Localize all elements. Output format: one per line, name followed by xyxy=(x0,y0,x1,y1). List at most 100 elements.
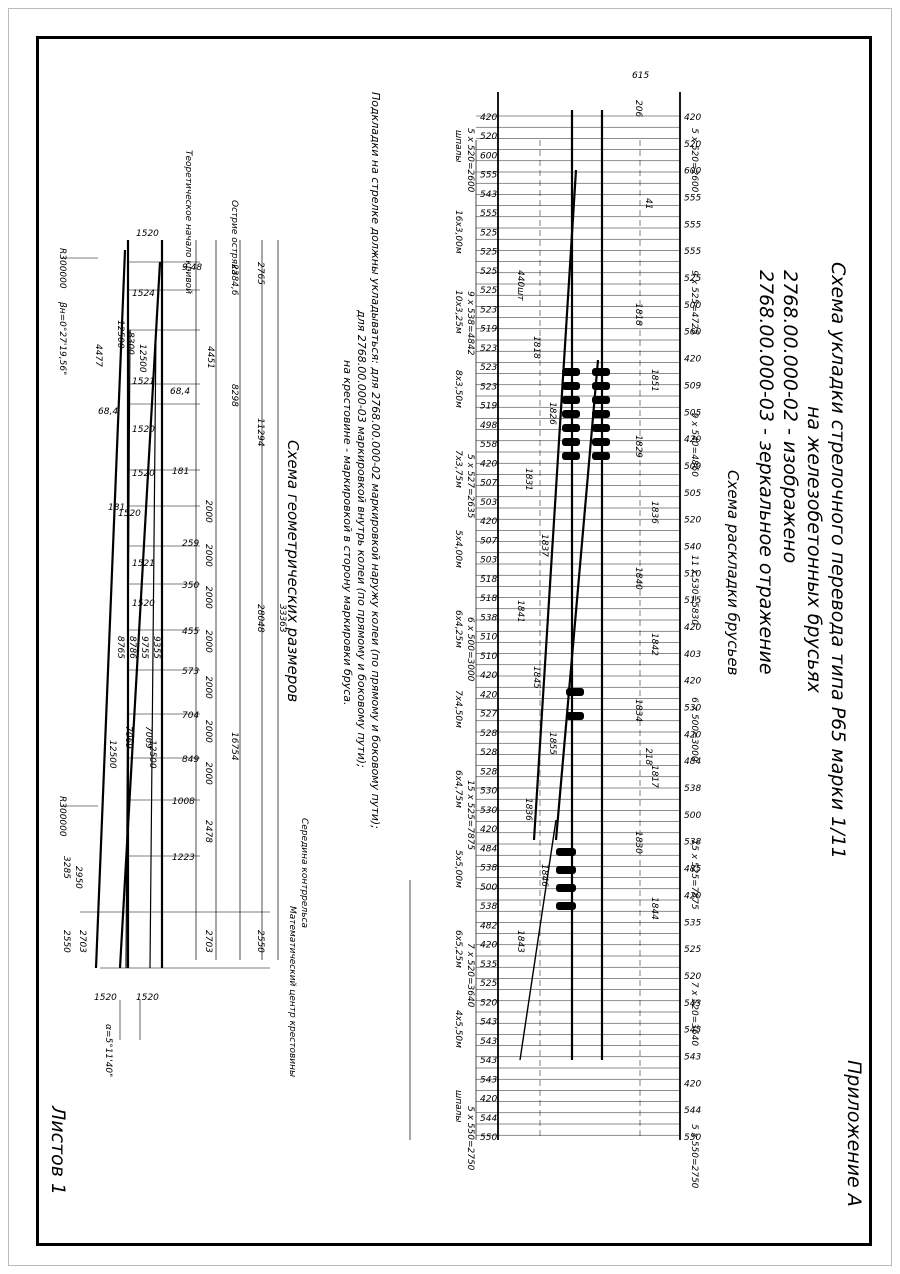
left-spacing-value: 520 xyxy=(480,132,497,142)
left-spacing-value: 482 xyxy=(480,921,497,931)
label-point: Острие остряка xyxy=(229,200,239,275)
len-2000-3: 2000 xyxy=(203,586,213,609)
len-2478: 2478 xyxy=(203,820,213,843)
right-spacing-value: 543 xyxy=(684,999,701,1009)
left-spacing-value: 528 xyxy=(480,767,497,777)
left-spacing-value: 543 xyxy=(480,1037,497,1047)
left-spacing-value: 420 xyxy=(480,113,497,123)
gauge-1520-top: 1520 xyxy=(136,229,159,239)
right-spacing-value: 420 xyxy=(684,623,701,633)
sleeper-group-label: 8x3,50м xyxy=(453,370,463,408)
sleeper-group-label: 6x4,25м xyxy=(453,610,463,648)
plate-mark: 1840 xyxy=(633,567,643,590)
series-left-label: 5 x 527=2635 xyxy=(465,454,475,519)
sleeper-group-label: 4x5,50м xyxy=(453,1010,463,1048)
note-line-3: на крестовине - маркировкой в сторону ма… xyxy=(341,360,354,706)
angle-beta: βн=0°27'19,56" xyxy=(57,301,67,375)
sleeper-group-label: 7x3,75м xyxy=(453,450,463,488)
note-line-1: Подкладки на стрелке должны укладываться… xyxy=(369,92,382,829)
low-2703: 2703 xyxy=(77,930,87,953)
right-spacing-value: 555 xyxy=(684,194,701,204)
left-spacing-value: 498 xyxy=(480,421,497,431)
low-4477: 4477 xyxy=(93,344,103,367)
sleeper-group-label: 10x3,25м xyxy=(453,290,463,334)
offset-350: 350 xyxy=(182,581,199,591)
offset-849: 849 xyxy=(182,755,199,765)
right-spacing-value: 500 xyxy=(684,811,701,821)
right-spacing-value: 515 xyxy=(684,596,701,606)
left-spacing-value: 420 xyxy=(480,671,497,681)
plate-mark: 1855 xyxy=(547,732,557,755)
series-right-label: 5 x 520=2600 xyxy=(689,128,699,193)
left-spacing-value: 523 xyxy=(480,305,497,315)
top-dim-615: 615 xyxy=(632,71,649,81)
right-spacing-value: 505 xyxy=(684,408,701,418)
low-3285: 3285 xyxy=(61,856,71,879)
plate-mark: 1837 xyxy=(539,534,549,557)
low-12500-a: 12500 xyxy=(115,320,125,349)
left-spacing-value: 507 xyxy=(480,479,497,489)
left-spacing-value: 420 xyxy=(480,459,497,469)
plate-markings: 440шт18181818185118261829183118361837184… xyxy=(515,270,659,953)
label-mid-guard: Середина контррельса xyxy=(299,818,309,928)
right-spacing-value: 535 xyxy=(684,918,701,928)
series-right-label: 5 x 550=2750 xyxy=(689,1124,699,1189)
left-spacing-value: 510 xyxy=(480,633,497,643)
right-spacing-value: 538 xyxy=(684,784,701,794)
series-right-label: 15 x 525=7875 xyxy=(689,839,699,909)
left-spacing-value: 500 xyxy=(480,883,497,893)
left-spacing-value: 525 xyxy=(480,979,497,989)
low-2950: 2950 xyxy=(73,866,83,889)
left-spacing-value: 518 xyxy=(480,594,497,604)
low-8786: 8786 xyxy=(127,636,137,659)
left-spacing-value: 544 xyxy=(480,1114,497,1124)
left-spacing-value: 420 xyxy=(480,690,497,700)
plate-mark: 1844 xyxy=(649,897,659,920)
series-left-label: 15 x 525=7875 xyxy=(465,780,475,850)
left-spacing-value: 525 xyxy=(480,248,497,258)
right-spacing-value: 403 xyxy=(684,650,701,660)
gauge-1524: 1524 xyxy=(132,289,155,299)
right-spacing-value: 520 xyxy=(684,972,701,982)
offset-68-4-b: 68,4 xyxy=(98,407,118,417)
len-28048: 28048 xyxy=(255,604,265,633)
label-frog-center: Математический центр крестовины xyxy=(287,906,297,1077)
left-spacing-value: 503 xyxy=(480,498,497,508)
right-spacing-value: 485 xyxy=(684,865,701,875)
left-spacing-value: 530 xyxy=(480,806,497,816)
right-spacing-value: 555 xyxy=(684,247,701,257)
gauge-1520-g: 1520 xyxy=(136,993,159,1003)
plate-mark: 1830 xyxy=(633,831,643,854)
low-8300: 8300 xyxy=(125,332,135,355)
geometry-title: Схема геометрических размеров xyxy=(284,440,302,702)
left-spacing-value: 538 xyxy=(480,613,497,623)
left-spacing-value: 518 xyxy=(480,575,497,585)
low-12500-c: 12500 xyxy=(107,740,117,769)
left-spacing-value: 543 xyxy=(480,1075,497,1085)
gauge-1520-f: 1520 xyxy=(94,993,117,1003)
left-spacing-value: 420 xyxy=(480,1095,497,1105)
sleeper-group-label: 5x5,00м xyxy=(453,850,463,888)
right-spacing-value: 420 xyxy=(684,891,701,901)
left-spacing-value: 543 xyxy=(480,1018,497,1028)
left-spacing-value: 525 xyxy=(480,228,497,238)
len-2000-7: 2000 xyxy=(203,762,213,785)
gauge-1520-b: 1520 xyxy=(132,425,155,435)
low-7069-b: 7069 xyxy=(143,726,153,749)
left-spacing-value: 555 xyxy=(480,171,497,181)
len-2550: 2550 xyxy=(255,930,265,953)
title-line-4: 2768.00.000-03 - зеркальное отражение xyxy=(755,270,777,675)
len-2000-6: 2000 xyxy=(203,720,213,743)
right-spacing-value: 540 xyxy=(684,542,701,552)
left-spacing-value: 530 xyxy=(480,787,497,797)
left-spacing-value: 538 xyxy=(480,902,497,912)
sleeper-group-label: 7x4,50м xyxy=(453,690,463,728)
plate-mark: 1818 xyxy=(633,303,643,326)
series-left-label: 5 x 550=2750 xyxy=(465,1106,475,1171)
right-spacing-value: 525 xyxy=(684,274,701,284)
gauge-1521-b: 1521 xyxy=(132,559,155,569)
label-theory-start: Теоретическое начало кривой xyxy=(183,150,193,294)
plate-mark: 1826 xyxy=(547,402,557,425)
sleeper-group-label: 6x5,25м xyxy=(453,930,463,968)
